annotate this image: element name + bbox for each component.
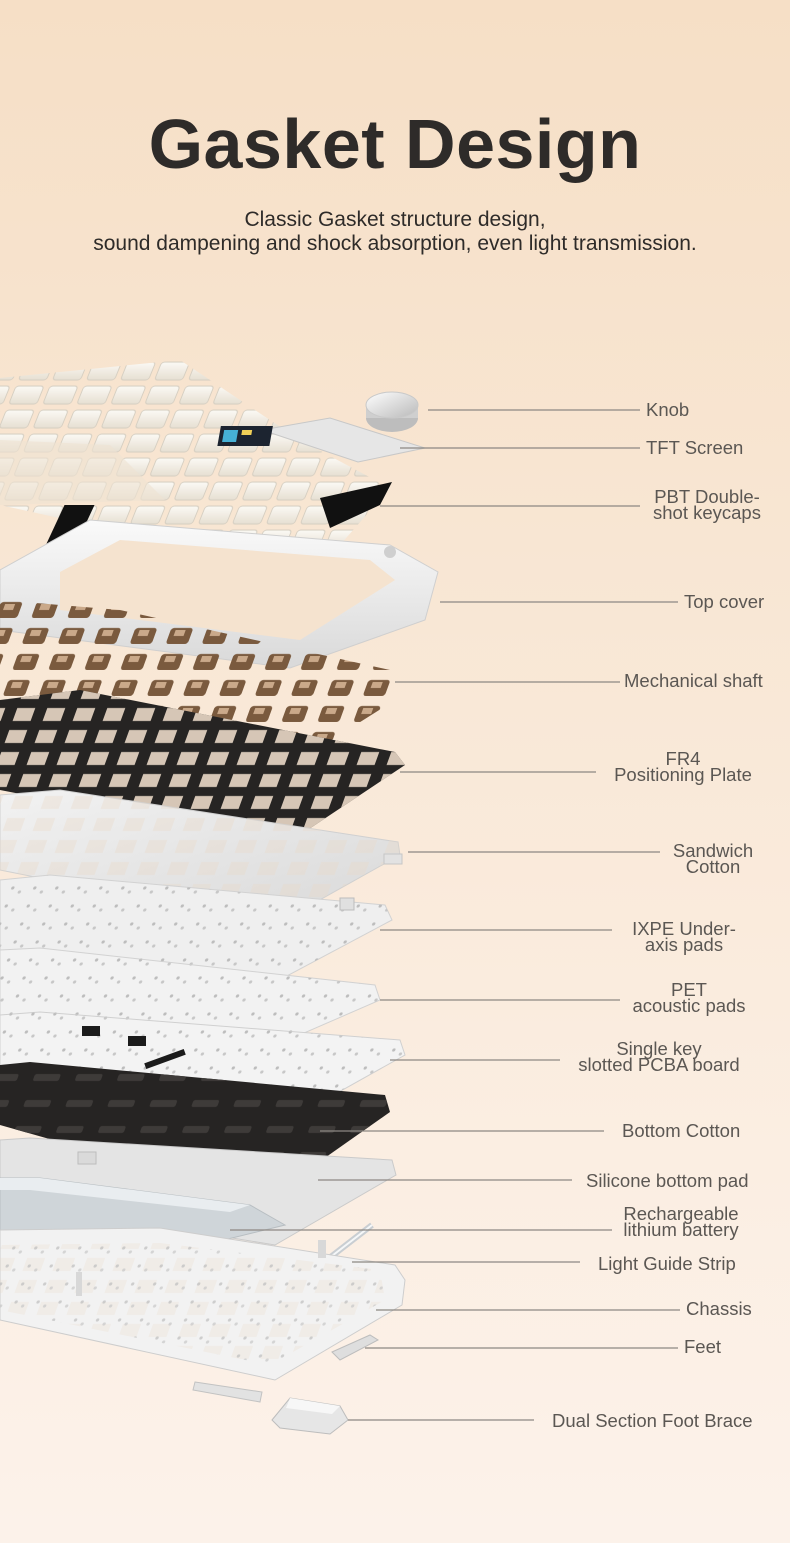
silicone-pad-part [0, 1137, 397, 1246]
callout-pet-pads: PET acoustic pads [632, 979, 746, 1016]
callout-bottom-cotton: Bottom Cotton [622, 1120, 741, 1141]
subtitle-line-1: Classic Gasket structure design, [244, 208, 546, 231]
tft-screen-part [217, 417, 427, 463]
callout-tft-screen: TFT Screen [646, 437, 744, 458]
chassis-part [0, 1227, 406, 1381]
feet-part [192, 1334, 380, 1403]
callout-pbt-keycaps: PBT Double- shot keycaps [653, 486, 761, 523]
keycaps-layer [0, 360, 392, 560]
page-title: Gasket Design [148, 105, 642, 183]
callout-foot-brace: Dual Section Foot Brace [552, 1410, 753, 1431]
callout-chassis: Chassis [686, 1298, 752, 1319]
subtitle-line-2: sound dampening and shock absorption, ev… [93, 232, 697, 255]
callout-knob: Knob [646, 399, 690, 420]
callout-mechanical-shaft: Mechanical shaft [624, 670, 763, 691]
callout-ixpe-pads: IXPE Under- axis pads [632, 918, 736, 955]
callout-battery: Rechargeable lithium battery [623, 1203, 739, 1240]
callout-pcba-board: Single key slotted PCBA board [578, 1038, 740, 1075]
callout-top-cover: Top cover [684, 591, 765, 612]
foot-brace-part [271, 1397, 349, 1435]
callout-light-guide: Light Guide Strip [598, 1253, 736, 1274]
callout-sandwich-cotton: Sandwich Cotton [672, 840, 754, 877]
sandwich-cotton-part [0, 789, 403, 926]
callout-silicone-pad: Silicone bottom pad [586, 1170, 749, 1191]
knob-part [365, 391, 419, 432]
page-subtitle: Classic Gasket structure design, sound d… [0, 208, 790, 256]
callout-feet: Feet [684, 1336, 722, 1357]
leader-lines [230, 409, 680, 1421]
callout-fr4-plate: FR4 Positioning Plate [614, 748, 752, 785]
